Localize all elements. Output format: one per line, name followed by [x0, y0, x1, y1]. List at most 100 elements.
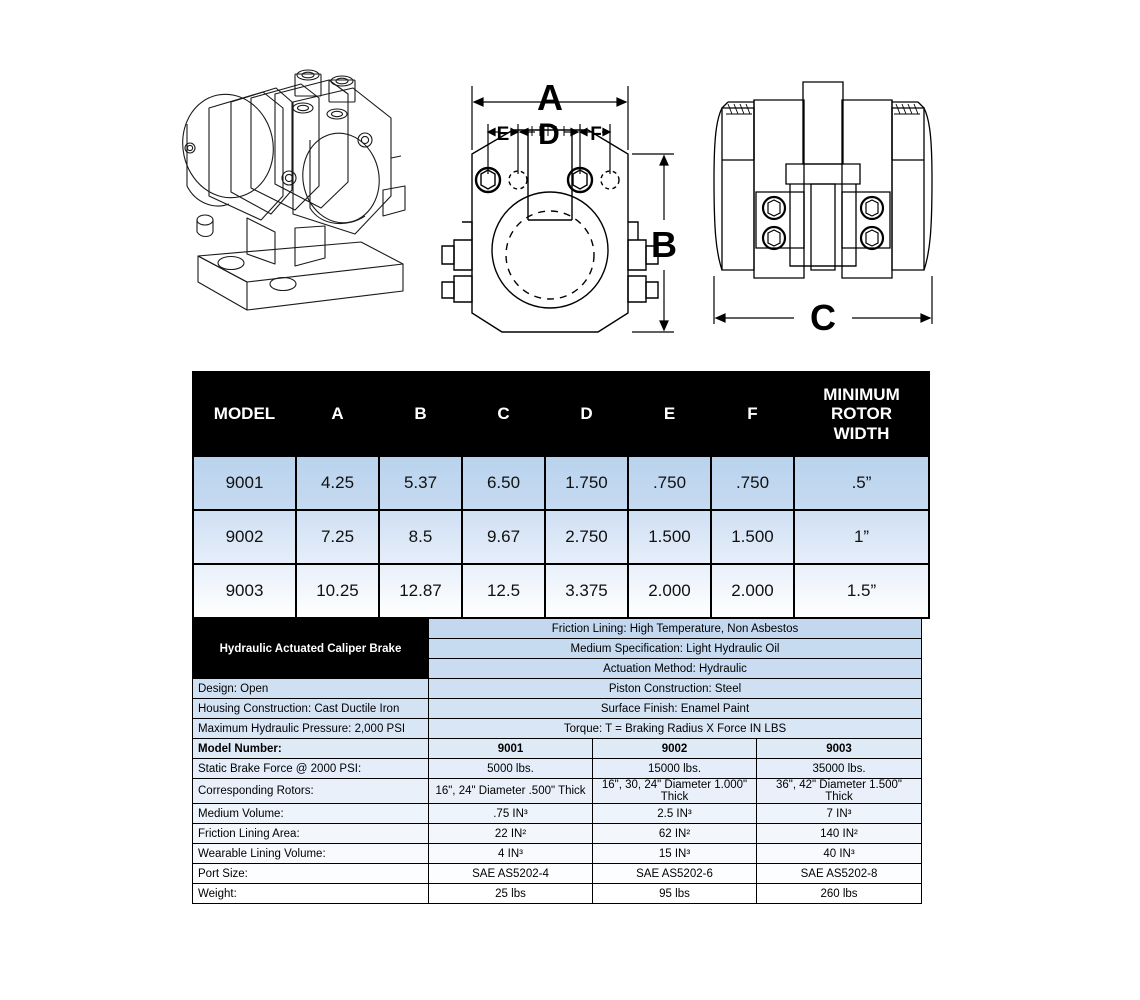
cell-f: 1.500	[710, 509, 795, 565]
cell-b: 8.5	[378, 509, 463, 565]
isometric-view-drawing	[182, 69, 406, 311]
cell-c: 6.50	[461, 455, 546, 511]
spec-value-torque: Torque: T = Braking Radius X Force IN LB…	[428, 718, 922, 739]
spec-merged-row-friction-lining: Friction Lining: High Temperature, Non A…	[428, 618, 922, 639]
column-header-e: E	[627, 371, 712, 457]
table-row: 9002 7.25 8.5 9.67 2.750 1.500 1.500 1”	[192, 509, 930, 565]
spec-value-wearable-lining-volume-9003: 40 IN³	[756, 843, 922, 864]
cell-model: 9003	[192, 563, 297, 619]
spec-label-housing-construction: Housing Construction: Cast Ductile Iron	[192, 698, 429, 719]
table-row: Model Number: 9001 9002 9003	[192, 738, 922, 759]
spec-value-friction-lining-area-9002: 62 IN²	[592, 823, 757, 844]
cell-e: .750	[627, 455, 712, 511]
spec-label-medium-volume: Medium Volume:	[192, 803, 429, 824]
cell-e: 1.500	[627, 509, 712, 565]
table-row: Port Size: SAE AS5202-4 SAE AS5202-6 SAE…	[192, 863, 922, 884]
spec-value-static-brake-force-9002: 15000 lbs.	[592, 758, 757, 779]
spec-value-corresponding-rotors-9001: 16", 24" Diameter .500" Thick	[428, 778, 593, 804]
cell-model: 9002	[192, 509, 297, 565]
cell-a: 7.25	[295, 509, 380, 565]
spec-value-port-size-9001: SAE AS5202-4	[428, 863, 593, 884]
table-row: Medium Specification: Light Hydraulic Oi…	[193, 638, 922, 659]
cell-c: 9.67	[461, 509, 546, 565]
cell-d: 2.750	[544, 509, 629, 565]
table-row: Weight: 25 lbs 95 lbs 260 lbs	[192, 883, 922, 904]
spec-value-medium-volume-9001: .75 IN³	[428, 803, 593, 824]
column-header-model: MODEL	[192, 371, 297, 457]
spec-value-weight-9001: 25 lbs	[428, 883, 593, 904]
side-view-drawing: C	[713, 81, 933, 338]
cell-b: 12.87	[378, 563, 463, 619]
spec-merged-row-medium-specification: Medium Specification: Light Hydraulic Oi…	[428, 638, 922, 659]
spec-value-medium-volume-9003: 7 IN³	[756, 803, 922, 824]
spec-value-weight-9003: 260 lbs	[756, 883, 922, 904]
cell-e: 2.000	[627, 563, 712, 619]
dimension-label-b: B	[651, 224, 677, 265]
header-line-3: WIDTH	[833, 423, 890, 443]
spec-value-model-9003: 9003	[756, 738, 922, 759]
spec-value-model-9001: 9001	[428, 738, 593, 759]
spec-value-model-9002: 9002	[592, 738, 757, 759]
column-header-f: F	[710, 371, 795, 457]
dimension-table: MODEL A B C D E F MINIMUM ROTOR WIDTH 90…	[192, 371, 930, 619]
dimension-label-f: F	[590, 124, 602, 145]
spec-label-corresponding-rotors: Corresponding Rotors:	[192, 778, 429, 804]
cell-min-rotor-width: 1”	[793, 509, 930, 565]
cell-f: 2.000	[710, 563, 795, 619]
spec-merged-row-actuation-method: Actuation Method: Hydraulic	[428, 658, 922, 679]
spec-value-wearable-lining-volume-9001: 4 IN³	[428, 843, 593, 864]
cell-f: .750	[710, 455, 795, 511]
cell-d: 3.375	[544, 563, 629, 619]
table-row: Hydraulic Actuated Caliper Brake Frictio…	[192, 618, 922, 679]
cell-d: 1.750	[544, 455, 629, 511]
cell-c: 12.5	[461, 563, 546, 619]
spec-value-static-brake-force-9003: 35000 lbs.	[756, 758, 922, 779]
column-header-c: C	[461, 371, 546, 457]
spec-label-design: Design: Open	[192, 678, 429, 699]
cell-model: 9001	[192, 455, 297, 511]
cell-min-rotor-width: 1.5”	[793, 563, 930, 619]
spec-value-medium-volume-9002: 2.5 IN³	[592, 803, 757, 824]
cell-a: 10.25	[295, 563, 380, 619]
cell-b: 5.37	[378, 455, 463, 511]
column-header-b: B	[378, 371, 463, 457]
spec-label-port-size: Port Size:	[192, 863, 429, 884]
front-view-drawing: A E D F B	[441, 77, 677, 333]
spec-value-corresponding-rotors-9002: 16", 30, 24" Diameter 1.000" Thick	[592, 778, 757, 804]
spec-value-port-size-9002: SAE AS5202-6	[592, 863, 757, 884]
cell-min-rotor-width: .5”	[793, 455, 930, 511]
table-row: Housing Construction: Cast Ductile Iron …	[192, 698, 922, 719]
spec-label-weight: Weight:	[192, 883, 429, 904]
spec-label-max-hydraulic-pressure: Maximum Hydraulic Pressure: 2,000 PSI	[192, 718, 429, 739]
spec-value-friction-lining-area-9003: 140 IN²	[756, 823, 922, 844]
spec-label-model-number: Model Number:	[192, 738, 429, 759]
dimension-label-e: E	[497, 124, 510, 145]
spec-value-port-size-9003: SAE AS5202-8	[756, 863, 922, 884]
spec-label-friction-lining-area: Friction Lining Area:	[192, 823, 429, 844]
dimension-table-header-row: MODEL A B C D E F MINIMUM ROTOR WIDTH	[192, 371, 930, 457]
dimension-label-d: D	[538, 118, 560, 151]
table-row: Medium Volume: .75 IN³ 2.5 IN³ 7 IN³	[192, 803, 922, 824]
spec-value-static-brake-force-9001: 5000 lbs.	[428, 758, 593, 779]
spec-label-wearable-lining-volume: Wearable Lining Volume:	[192, 843, 429, 864]
table-row: Maximum Hydraulic Pressure: 2,000 PSI To…	[192, 718, 922, 739]
spec-value-wearable-lining-volume-9002: 15 IN³	[592, 843, 757, 864]
table-row: 9001 4.25 5.37 6.50 1.750 .750 .750 .5”	[192, 455, 930, 511]
spec-value-weight-9002: 95 lbs	[592, 883, 757, 904]
dimension-label-a: A	[537, 77, 563, 118]
column-header-d: D	[544, 371, 629, 457]
table-row: Corresponding Rotors: 16", 24" Diameter …	[192, 778, 922, 804]
dimension-label-c: C	[810, 297, 836, 338]
spec-label-static-brake-force: Static Brake Force @ 2000 PSI:	[192, 758, 429, 779]
spec-value-friction-lining-area-9001: 22 IN²	[428, 823, 593, 844]
column-header-minimum-rotor-width: MINIMUM ROTOR WIDTH	[793, 371, 930, 457]
header-line-2: ROTOR	[830, 404, 893, 424]
spec-value-piston-construction: Piston Construction: Steel	[428, 678, 922, 699]
column-header-a: A	[295, 371, 380, 457]
spec-table-title: Hydraulic Actuated Caliper Brake	[192, 618, 429, 679]
table-row: Static Brake Force @ 2000 PSI: 5000 lbs.…	[192, 758, 922, 779]
table-row: Design: Open Piston Construction: Steel	[192, 678, 922, 699]
specifications-table: Hydraulic Actuated Caliper Brake Frictio…	[192, 618, 922, 904]
table-row: 9003 10.25 12.87 12.5 3.375 2.000 2.000 …	[192, 563, 930, 619]
cell-a: 4.25	[295, 455, 380, 511]
